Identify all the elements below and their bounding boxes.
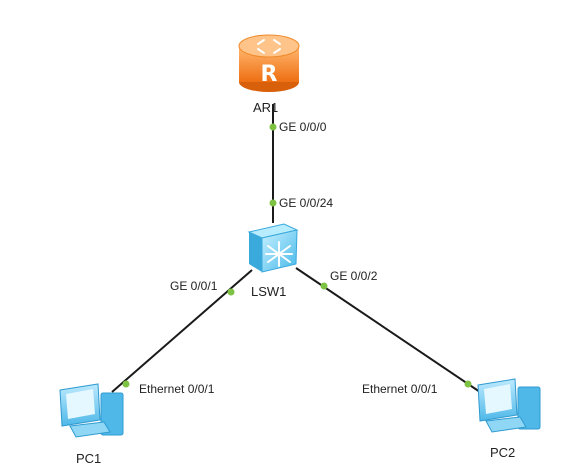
port-label-pc1-eth001: Ethernet 0/0/1 — [139, 382, 215, 396]
pc-pc1[interactable]: PC1 — [59, 383, 124, 466]
pc-icon — [59, 383, 124, 438]
port-dot-lsw1-ge001 — [227, 288, 235, 296]
pc2-name-label: PC2 — [490, 445, 515, 460]
router-glyph: R — [261, 62, 278, 87]
router-name-label: AR1 — [253, 100, 278, 115]
pc-pc2[interactable]: PC2 — [477, 378, 541, 460]
router-icon: R — [238, 34, 300, 92]
router-ar1[interactable]: R AR1 — [238, 34, 300, 115]
port-dot-ar1-ge000 — [269, 123, 277, 131]
pc1-name-label: PC1 — [76, 451, 101, 466]
port-dot-lsw1-ge0024 — [269, 199, 277, 207]
port-label-lsw1-ge002: GE 0/0/2 — [330, 269, 378, 283]
port-label-lsw1-ge001: GE 0/0/1 — [170, 279, 218, 293]
port-dot-lsw1-ge002 — [320, 282, 328, 290]
link-lsw1-pc2[interactable] — [295, 267, 481, 393]
port-label-pc2-eth001: Ethernet 0/0/1 — [362, 382, 438, 396]
switch-lsw1[interactable]: LSW1 — [247, 223, 299, 299]
pc-icon — [477, 378, 541, 433]
switch-icon — [247, 223, 299, 273]
switch-name-label: LSW1 — [251, 284, 286, 299]
port-label-lsw1-ge0024: GE 0/0/24 — [279, 196, 333, 210]
port-dot-pc2-eth001 — [464, 380, 472, 388]
port-dot-pc1-eth001 — [122, 380, 130, 388]
port-label-ar1-ge000: GE 0/0/0 — [279, 120, 327, 134]
